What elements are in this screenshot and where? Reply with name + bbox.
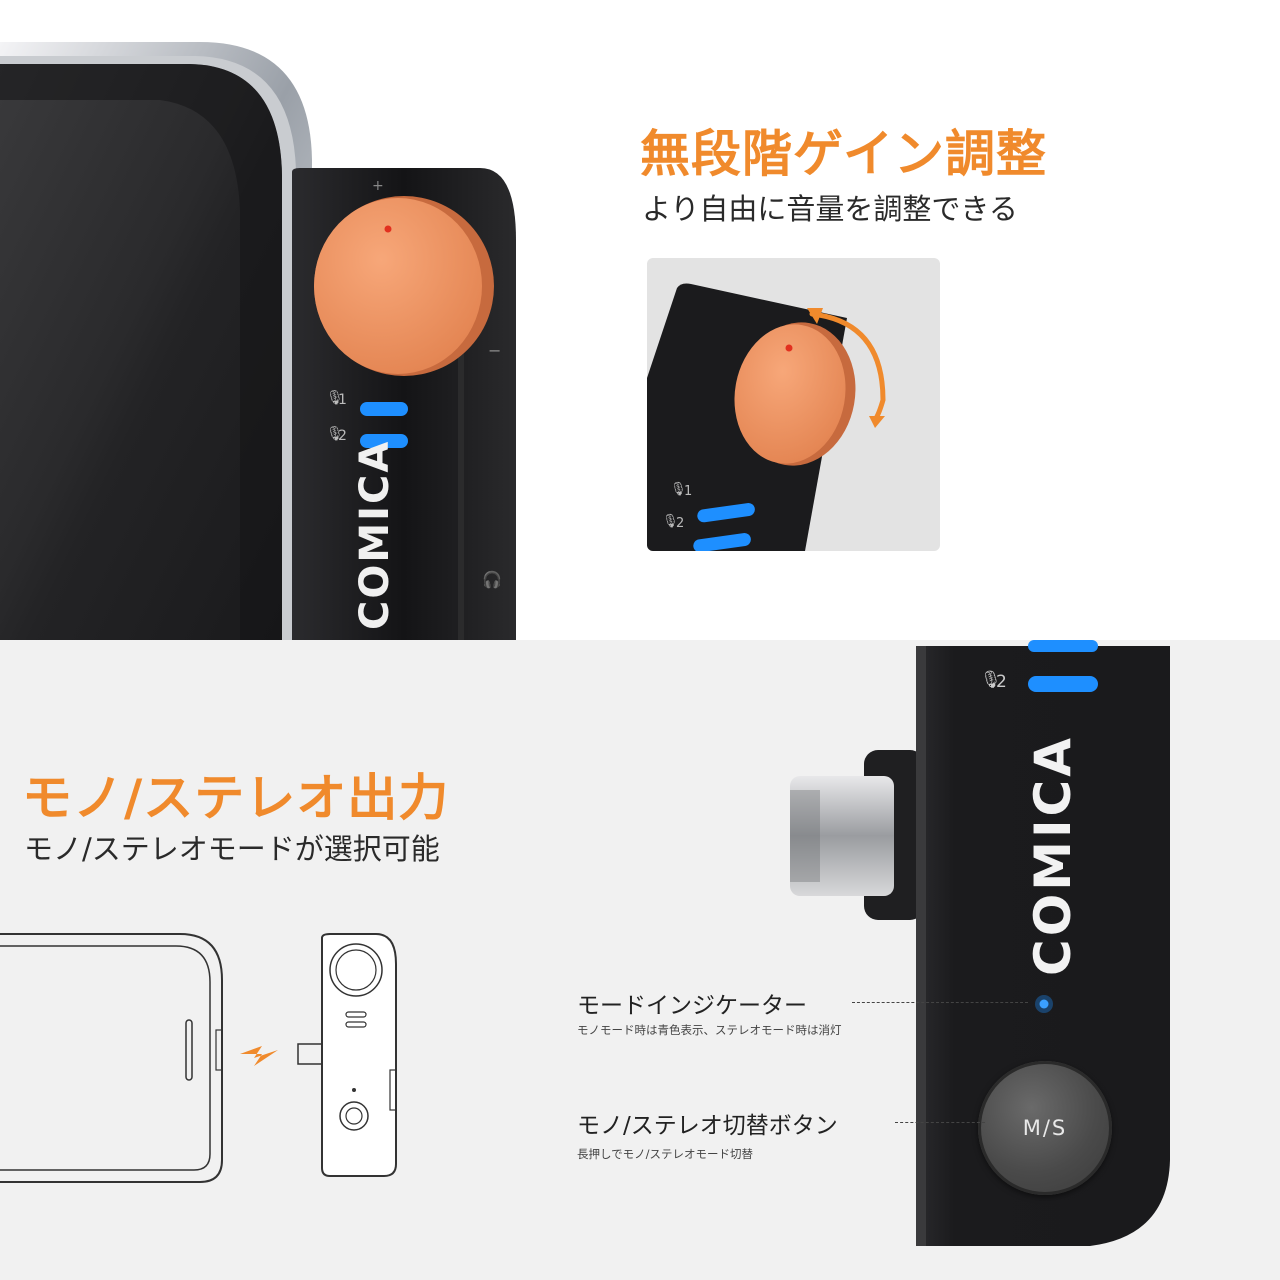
mono-stereo-switch-button[interactable]: M/S [978,1061,1112,1195]
mic-icon: 🎙 [670,482,687,497]
headphone-icon: 🎧 [482,570,502,589]
inset-channel-1-label: 1 [684,484,693,499]
mono-stereo-headline: モノ/ステレオ出力 [22,769,450,827]
rotate-arrow-icon [809,311,886,423]
knob-closeup-illustration [647,283,886,551]
gain-subline: より自由に音量を調整できる [642,192,1018,226]
mic-icon: 🎙 [326,426,344,442]
knob-closeup-inset [647,258,940,551]
brand-logo-bottom: COMICA [1024,735,1082,976]
indicator-title: モードインジケーター [577,993,807,1019]
indicator-description: モノモード時は青色表示、ステレオモード時は消灯 [577,1023,842,1037]
mode-indicator-led [1039,999,1049,1009]
mic-icon: 🎙 [980,670,1002,690]
closeup-channel-2-label: 2 [996,672,1007,692]
brand-logo-top: COMICA [352,440,398,630]
switch-description: 長押しでモノ/ステレオモード切替 [577,1147,754,1161]
mic-icon: 🎙 [662,514,679,529]
phone-line-drawing [0,933,397,1183]
gain-headline: 無段階ゲイン調整 [640,125,1047,183]
indicator-leader-line [852,1002,1028,1003]
channel-2-label: 2 [338,428,347,444]
minus-mark: − [488,341,501,360]
lightning-icon [240,1046,278,1066]
inset-channel-2-label: 2 [676,516,685,531]
section-gain-control: COMICA + − 🎙 1 🎙 2 🎧 無段階ゲイン調整 より自由に音量を調整… [0,42,1047,640]
switch-title: モノ/ステレオ切替ボタン [577,1113,838,1139]
phone-with-receiver-illustration: COMICA + − [0,42,516,640]
mono-stereo-subline: モノ/ステレオモードが選択可能 [24,832,440,866]
plus-mark: + [372,178,384,194]
section-mono-stereo: モノ/ステレオ出力 モノ/ステレオモードが選択可能 [0,640,1280,1280]
mic-icon: 🎙 [326,390,344,406]
channel-1-label: 1 [338,392,347,408]
switch-leader-line [895,1122,985,1123]
receiver-closeup-illustration: COMICA [790,640,1170,1246]
